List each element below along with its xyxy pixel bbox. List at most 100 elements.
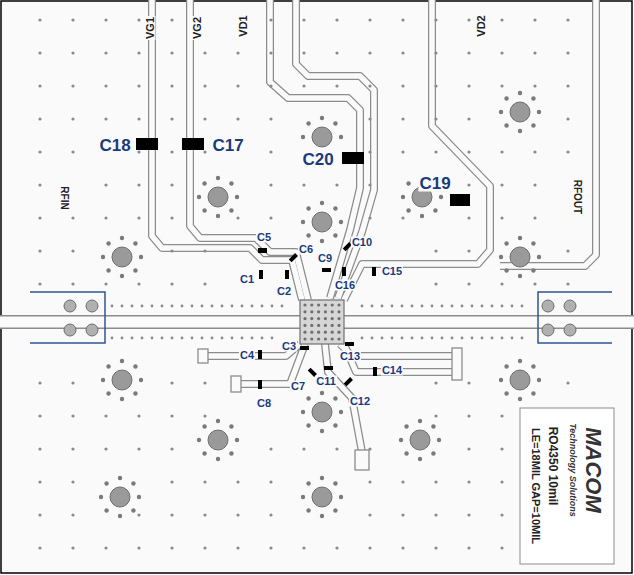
rf-fence-via bbox=[481, 337, 484, 340]
chip-pad bbox=[310, 324, 313, 327]
stitch-via bbox=[139, 255, 143, 259]
stub-pad bbox=[198, 348, 462, 470]
stitch-via bbox=[333, 206, 337, 210]
stitch-via bbox=[320, 391, 324, 395]
stitch-via bbox=[133, 268, 137, 272]
ground-dot bbox=[203, 546, 206, 549]
ground-dot bbox=[269, 150, 272, 153]
ground-dot bbox=[203, 150, 206, 153]
ground-dot bbox=[566, 84, 569, 87]
chip-pads bbox=[303, 303, 340, 340]
rf-fence-via bbox=[121, 337, 124, 340]
ground-dot bbox=[104, 414, 107, 417]
rf-fence-via bbox=[261, 337, 264, 340]
ground-via bbox=[312, 212, 332, 232]
chip-pad bbox=[331, 317, 334, 320]
ground-dot bbox=[170, 447, 173, 450]
rf-fence-via bbox=[461, 337, 464, 340]
ground-dot bbox=[170, 117, 173, 120]
stitch-via bbox=[99, 495, 103, 499]
stitch-via bbox=[320, 514, 324, 518]
ground-dot bbox=[71, 480, 74, 483]
rf-fence-via bbox=[141, 305, 144, 308]
chip-pad bbox=[310, 310, 313, 313]
ground-dot bbox=[335, 18, 338, 21]
stitch-via bbox=[431, 451, 435, 455]
ground-via bbox=[112, 247, 132, 267]
trace-fill bbox=[152, 0, 596, 470]
trace-outline bbox=[152, 0, 596, 470]
rf-fence-via bbox=[171, 305, 174, 308]
ground-dot bbox=[269, 216, 272, 219]
ground-dot bbox=[137, 117, 140, 120]
connector-outline bbox=[30, 292, 612, 343]
rf-fence-via bbox=[221, 305, 224, 308]
ground-dot bbox=[335, 84, 338, 87]
ground-dot bbox=[566, 249, 569, 252]
stitch-via bbox=[202, 424, 206, 428]
ground-dot bbox=[104, 282, 107, 285]
ground-dot bbox=[500, 18, 503, 21]
part-label: C7 bbox=[290, 381, 306, 392]
ground-dot bbox=[137, 51, 140, 54]
ground-dot bbox=[269, 18, 272, 21]
chip-pad bbox=[303, 331, 306, 334]
ground-dot bbox=[434, 414, 437, 417]
ground-dot bbox=[137, 282, 140, 285]
stitch-via bbox=[306, 233, 310, 237]
rf-fence-via bbox=[171, 337, 174, 340]
part-label: C2 bbox=[276, 286, 292, 297]
ground-dot bbox=[434, 546, 437, 549]
ground-dot bbox=[38, 513, 41, 516]
stitch-via bbox=[306, 396, 310, 400]
stitch-via bbox=[120, 274, 124, 278]
part-label: C5 bbox=[256, 232, 272, 243]
ground-dot bbox=[137, 216, 140, 219]
part-label: C3 bbox=[281, 341, 297, 352]
stitch-via bbox=[499, 378, 503, 382]
stitch-via bbox=[406, 208, 410, 212]
logo-subtitle: Technology Solutions bbox=[568, 422, 577, 518]
ground-dot bbox=[269, 183, 272, 186]
ground-dot bbox=[203, 282, 206, 285]
ground-dot bbox=[368, 513, 371, 516]
rf-fence-via bbox=[371, 305, 374, 308]
rf-fence-via bbox=[231, 305, 234, 308]
chip-pad bbox=[337, 337, 340, 340]
rf-fence-via bbox=[251, 337, 254, 340]
ground-dot bbox=[467, 183, 470, 186]
stitch-via bbox=[306, 423, 310, 427]
stitch-via bbox=[320, 201, 324, 205]
stitch-via bbox=[339, 410, 343, 414]
chip-pad bbox=[310, 337, 313, 340]
rf-fence-via bbox=[491, 337, 494, 340]
stitch-via bbox=[133, 241, 137, 245]
stitch-via bbox=[333, 508, 337, 512]
rf-fence-via bbox=[521, 337, 524, 340]
stitch-via bbox=[433, 208, 437, 212]
stitch-via bbox=[320, 429, 324, 433]
chip-pad bbox=[337, 331, 340, 334]
ground-dot bbox=[137, 150, 140, 153]
stitch-via bbox=[518, 397, 522, 401]
ground-via bbox=[112, 370, 132, 390]
ground-dot bbox=[368, 18, 371, 21]
ground-dot bbox=[533, 150, 536, 153]
rf-fence-via bbox=[471, 305, 474, 308]
ground-dot bbox=[137, 546, 140, 549]
ground-dot bbox=[401, 513, 404, 516]
stitch-via bbox=[531, 96, 535, 100]
stitch-via bbox=[437, 438, 441, 442]
ground-dot bbox=[269, 84, 272, 87]
ground-dot bbox=[203, 414, 206, 417]
ground-dot bbox=[434, 117, 437, 120]
stitch-via bbox=[216, 176, 220, 180]
stitch-via bbox=[216, 457, 220, 461]
chip-pad bbox=[310, 331, 313, 334]
ground-dot bbox=[170, 84, 173, 87]
chip-pad bbox=[337, 324, 340, 327]
stitch-via bbox=[216, 214, 220, 218]
stitch-via bbox=[306, 206, 310, 210]
rf-fence-via bbox=[111, 305, 114, 308]
ground-dot bbox=[368, 51, 371, 54]
